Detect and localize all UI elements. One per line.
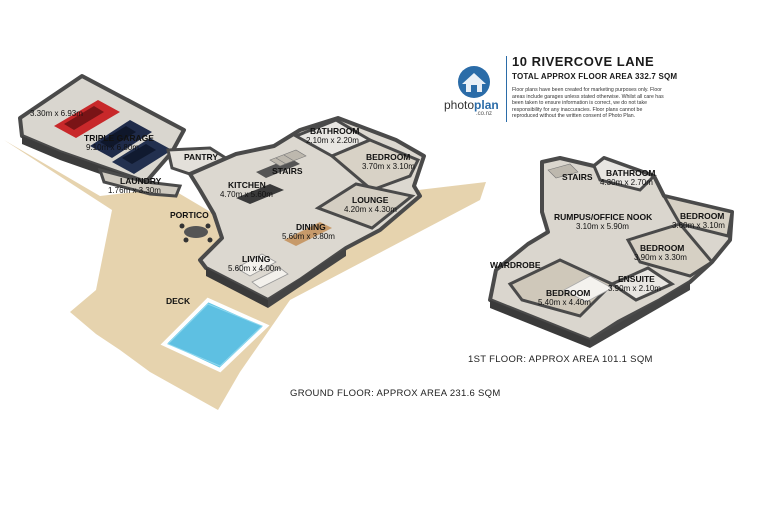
wardrobe-label: WARDROBE [490,260,541,270]
logo-word-b: plan [474,98,499,112]
pantry-label: PANTRY [184,152,218,162]
bedroom-first-main-label: BEDROOM [546,288,590,298]
kitchen-dims: 4.70m x 5.60m [220,190,273,199]
lounge-dims: 4.20m x 4.30m [344,205,397,214]
dining-label: DINING [296,222,326,232]
bedroom-first-b-dims: 3.90m x 3.30m [634,253,687,262]
disclaimer-text: Floor plans have been created for market… [512,87,664,120]
main-bed [563,275,613,303]
triple-garage-dims: 9.10m x 6.80m [86,143,139,152]
stairs-ground [269,149,307,167]
bedroom-room [329,138,421,192]
bathroom-ground-dims: 2.10m x 2.20m [306,136,359,145]
bedroom-first-b-label: BEDROOM [640,243,684,253]
triple-garage-label: TRIPLE GARAGE [84,133,154,143]
bedroom-ground-dims: 3.70m x 3.10m [362,162,415,171]
bathroom-first-room [592,156,657,192]
laundry-dims: 1.76m x 3.30m [108,186,161,195]
ensuite-room [608,266,676,302]
portico-label: PORTICO [170,210,209,220]
lounge-room [314,182,416,230]
laundry-label: LAUNDRY [120,176,162,186]
lounge-label: LOUNGE [352,195,389,205]
bathroom-first-label: BATHROOM [606,168,655,178]
dining-table [284,222,332,246]
bedroom-first-a-label: BEDROOM [680,211,724,221]
garage-extra-dims: 3.30m x 6.93m [30,109,83,118]
living-dims: 5.60m x 4.00m [228,264,281,273]
ground-floor-caption: GROUND FLOOR: APPROX AREA 231.6 SQM [290,388,501,399]
bedroom-ground-label: BEDROOM [366,152,410,162]
listing-header: 10 RIVERCOVE LANE TOTAL APPROX FLOOR ARE… [512,54,752,120]
kitchen-island [236,184,284,204]
car-red [54,100,120,138]
bathroom-first-dims: 4.30m x 2.70m [600,178,653,187]
deck-label: DECK [166,296,191,306]
living-sofa [235,253,277,277]
header-divider [506,56,507,122]
bedroom-first-b-room [625,222,715,278]
stairs-first [547,163,579,179]
logo-wordmark: photoplan [444,98,508,112]
total-floor-area: TOTAL APPROX FLOOR AREA 332.7 SQM [512,72,678,81]
ensuite-dims: 3.90m x 2.10m [608,284,661,293]
portico-table [179,223,213,243]
bedroom-first-a-room [660,193,734,238]
bathroom-ground-label: BATHROOM [310,126,359,136]
rumpus-label: RUMPUS/OFFICE NOOK [554,212,653,222]
dining-dims: 5.60m x 3.80m [282,232,335,241]
stairs-first-label: STAIRS [562,172,593,182]
stairs-ground-label: STAIRS [272,166,303,176]
bedroom-first-a-dims: 3.60m x 3.10m [672,221,725,230]
rumpus-dims: 3.10m x 5.90m [576,222,629,231]
logo-word-a: photo [444,98,475,112]
living-label: LIVING [242,254,271,264]
car-navy-2 [112,138,172,174]
first-floor-caption: 1ST FLOOR: APPROX AREA 101.1 SQM [468,354,653,365]
ensuite-label: ENSUITE [618,274,655,284]
kitchen-label: KITCHEN [228,180,266,190]
property-address: 10 RIVERCOVE LANE [512,54,655,69]
bedroom-first-main-dims: 5.40m x 4.40m [538,298,591,307]
laundry-room [97,167,183,198]
car-navy-1 [90,120,152,158]
logo-suffix: .co.nz [476,111,493,117]
photoplan-house-logo-icon [458,66,490,98]
